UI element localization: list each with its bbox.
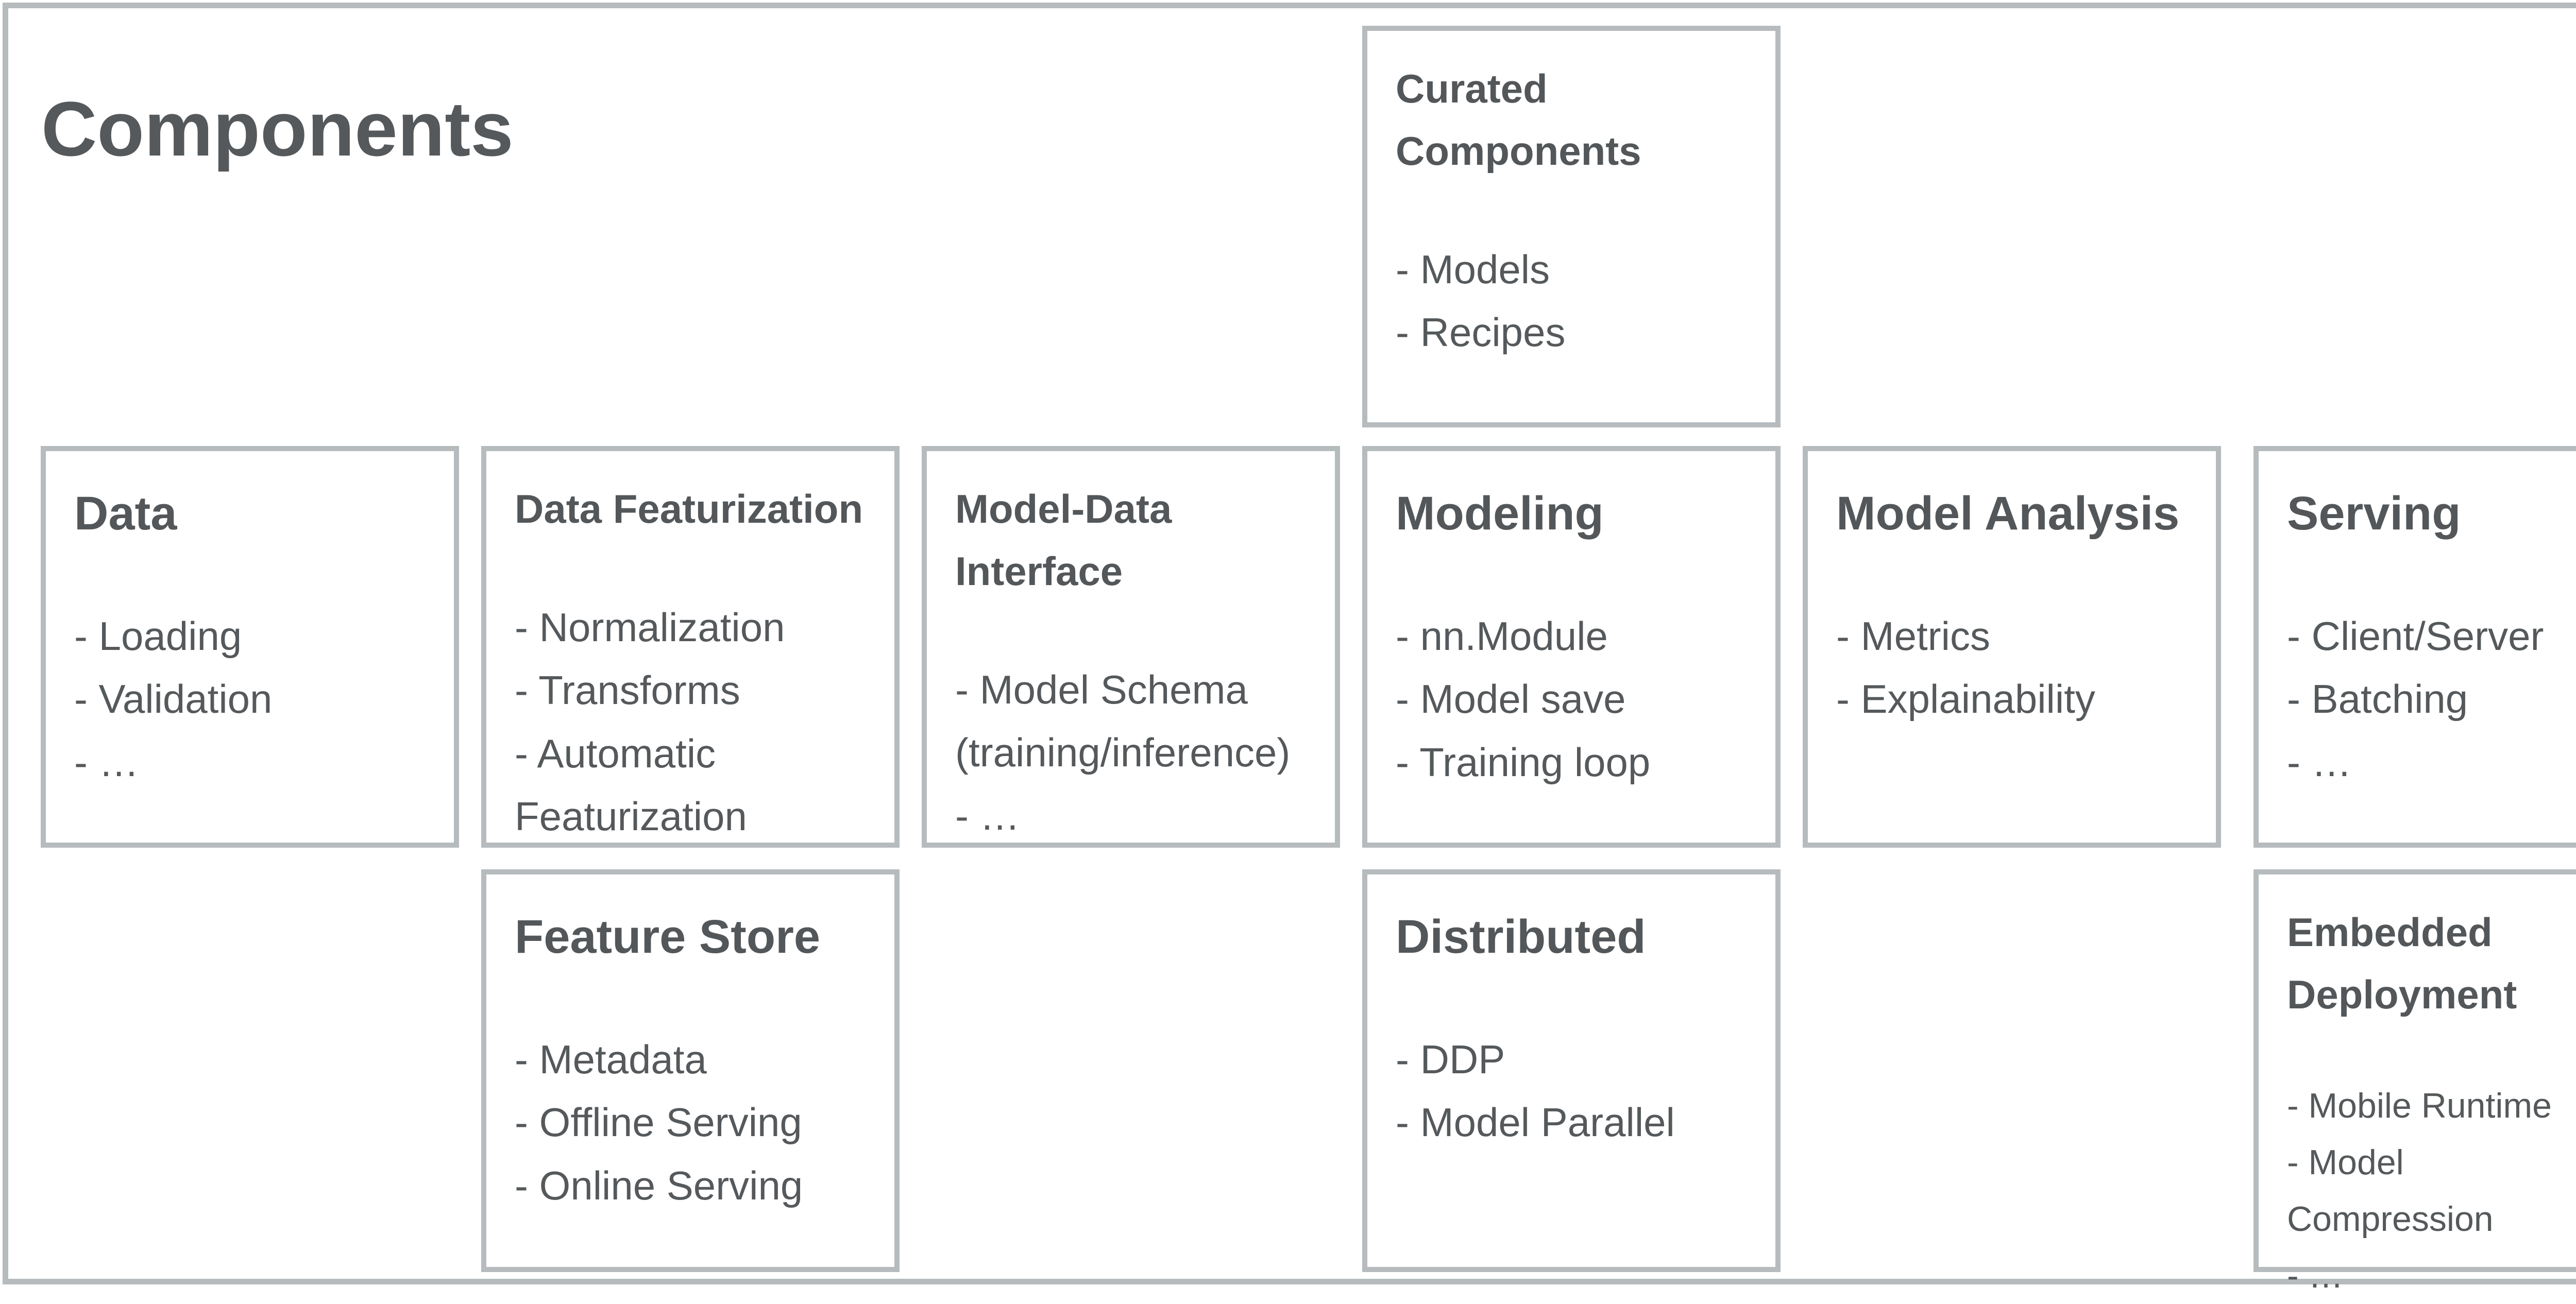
list-item: - Model save xyxy=(1396,676,1626,722)
box-title-model-analysis: Model Analysis xyxy=(1836,487,2180,540)
list-item: - … xyxy=(955,793,1020,838)
box-items-data: - Loading - Validation - … xyxy=(74,605,428,794)
list-item: - … xyxy=(2287,739,2352,785)
box-embedded-deployment: Embedded Deployment - Mobile Runtime - Mo… xyxy=(2253,869,2576,1295)
box-model-data-interface: Model-Data Interface - Model Schema (tra… xyxy=(922,446,1340,848)
box-title-serving: Serving xyxy=(2287,487,2461,540)
list-item: - Recipes xyxy=(1396,310,1566,355)
box-items-serving: - Client/Server - Batching - … xyxy=(2287,605,2576,794)
box-title-data: Data xyxy=(74,487,177,540)
box-items-modeling: - nn.Module - Model save - Training loop xyxy=(1396,605,1750,794)
box-items-embedded-deployment: - Mobile Runtime - Model Compression - … xyxy=(2287,1077,2576,1304)
box-title-embedded-deployment: Embedded Deployment xyxy=(2287,910,2517,1017)
list-item: - Client/Server xyxy=(2287,613,2544,659)
box-items-model-data-interface: - Model Schema (training/inference) - … xyxy=(955,658,1309,847)
box-title-feature-store: Feature Store xyxy=(515,911,821,963)
list-item: - Metadata xyxy=(515,1037,707,1082)
list-item: - Model Schema (training/inference) xyxy=(955,666,1291,776)
box-modeling: Modeling - nn.Module - Model save - Traini… xyxy=(1362,446,1781,848)
list-item: - Model Compression xyxy=(2287,1142,2494,1239)
list-item: - … xyxy=(2287,1256,2344,1296)
box-data-featurization: Data Featurization - Normalization - Tran… xyxy=(481,446,900,902)
list-item: - Validation xyxy=(74,676,273,722)
list-item: - Explainability xyxy=(1836,676,2095,722)
box-title-distributed: Distributed xyxy=(1396,911,1646,963)
list-item: - … xyxy=(74,739,139,785)
list-item: - Normalization xyxy=(515,604,785,650)
box-data: Data - Loading - Validation - … xyxy=(41,446,459,848)
box-title-curated-components: Curated Components xyxy=(1396,66,1641,174)
list-item: - Batching xyxy=(2287,676,2468,722)
box-title-data-featurization: Data Featurization xyxy=(515,486,863,531)
list-item: - Mobile Runtime xyxy=(2287,1086,2552,1125)
box-title-modeling: Modeling xyxy=(1396,487,1604,540)
box-model-analysis: Model Analysis - Metrics - Explainability xyxy=(1803,446,2221,848)
list-item: - Training loop xyxy=(1396,739,1651,785)
box-curated-components: Curated Components - Models - Recipes xyxy=(1362,26,1781,427)
box-items-curated-components: - Models - Recipes xyxy=(1396,238,1750,364)
box-items-feature-store: - Metadata - Offline Serving - Online Serv… xyxy=(515,1028,869,1217)
box-items-model-analysis: - Metrics - Explainability xyxy=(1836,605,2190,731)
box-serving: Serving - Client/Server - Batching - … xyxy=(2253,446,2576,848)
box-title-model-data-interface: Model-Data Interface xyxy=(955,486,1172,594)
list-item: - nn.Module xyxy=(1396,613,1608,659)
list-item: - Offline Serving xyxy=(515,1100,802,1145)
list-item: - Loading xyxy=(74,613,242,659)
list-item: - Model Parallel xyxy=(1396,1100,1675,1145)
list-item: - DDP xyxy=(1396,1037,1505,1082)
list-item: - Transforms xyxy=(515,667,740,713)
box-feature-store: Feature Store - Metadata - Offline Servin… xyxy=(481,869,900,1272)
box-items-distributed: - DDP - Model Parallel xyxy=(1396,1028,1750,1154)
list-item: - Models xyxy=(1396,246,1550,292)
box-items-data-featurization: - Normalization - Transforms - Automatic F… xyxy=(515,596,869,911)
list-item: - Automatic Featurization xyxy=(515,730,747,839)
list-item: - Metrics xyxy=(1836,613,1990,659)
box-distributed: Distributed - DDP - Model Parallel xyxy=(1362,869,1781,1272)
page-title: Components xyxy=(41,85,514,172)
list-item: - Online Serving xyxy=(515,1162,803,1208)
